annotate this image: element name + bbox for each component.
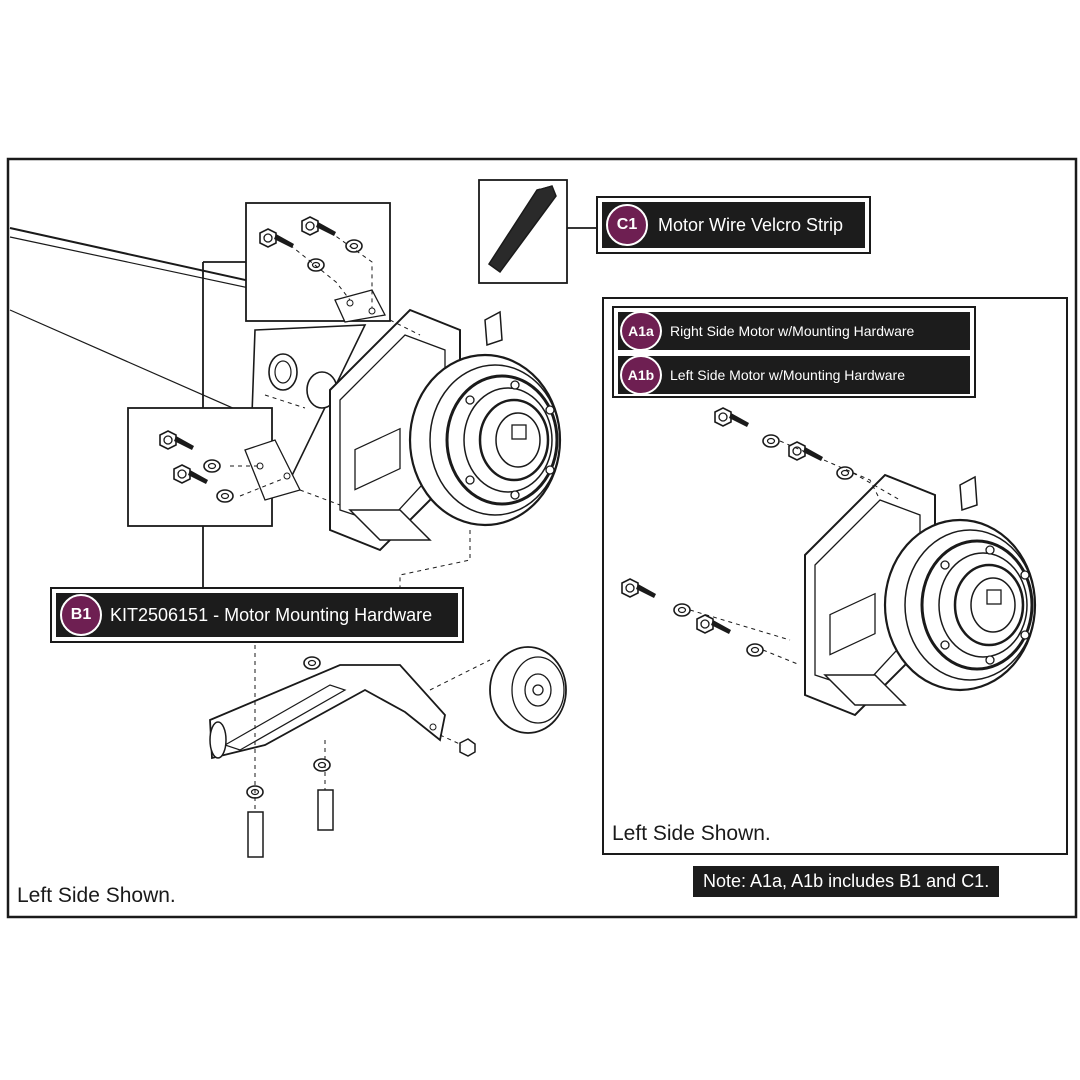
label-c1: Motor Wire Velcro Strip — [658, 214, 844, 235]
badge-c1: C1 — [606, 204, 648, 246]
upper-hardware — [259, 216, 421, 336]
badge-a1b: A1b — [620, 355, 662, 395]
callout-c1-label-bar: C1 Motor Wire Velcro Strip — [602, 202, 865, 248]
badge-b1: B1 — [60, 594, 102, 636]
main-view-caption: Left Side Shown. — [17, 884, 176, 907]
callout-b1: B1 KIT2506151 - Motor Mounting Hardware — [50, 587, 464, 643]
inset-frame — [602, 297, 1068, 855]
callout-a1b: A1b Left Side Motor w/Mounting Hardware — [618, 355, 970, 395]
motor-main-view — [328, 308, 562, 552]
label-a1a: Right Side Motor w/Mounting Hardware — [670, 323, 915, 339]
velcro-strip — [487, 184, 557, 274]
callout-c1: C1 Motor Wire Velcro Strip — [596, 196, 871, 254]
label-a1b: Left Side Motor w/Mounting Hardware — [670, 367, 905, 383]
caster-assembly — [209, 645, 567, 858]
inset-view-caption: Left Side Shown. — [612, 822, 771, 845]
lower-hardware-box — [127, 407, 273, 527]
callout-a1a: A1a Right Side Motor w/Mounting Hardware — [618, 311, 970, 351]
label-b1: KIT2506151 - Motor Mounting Hardware — [110, 604, 433, 625]
outer-frame — [6, 157, 1078, 919]
lower-hardware — [159, 430, 341, 506]
callout-a1: A1a Right Side Motor w/Mounting Hardware… — [612, 306, 976, 398]
includes-note: Note: A1a, A1b includes B1 and C1. — [693, 866, 1000, 897]
inset-hardware — [621, 407, 901, 666]
motor-inset-view — [803, 473, 1037, 717]
callout-b1-label-bar: B1 KIT2506151 - Motor Mounting Hardware — [56, 593, 458, 637]
badge-a1a: A1a — [620, 311, 662, 351]
